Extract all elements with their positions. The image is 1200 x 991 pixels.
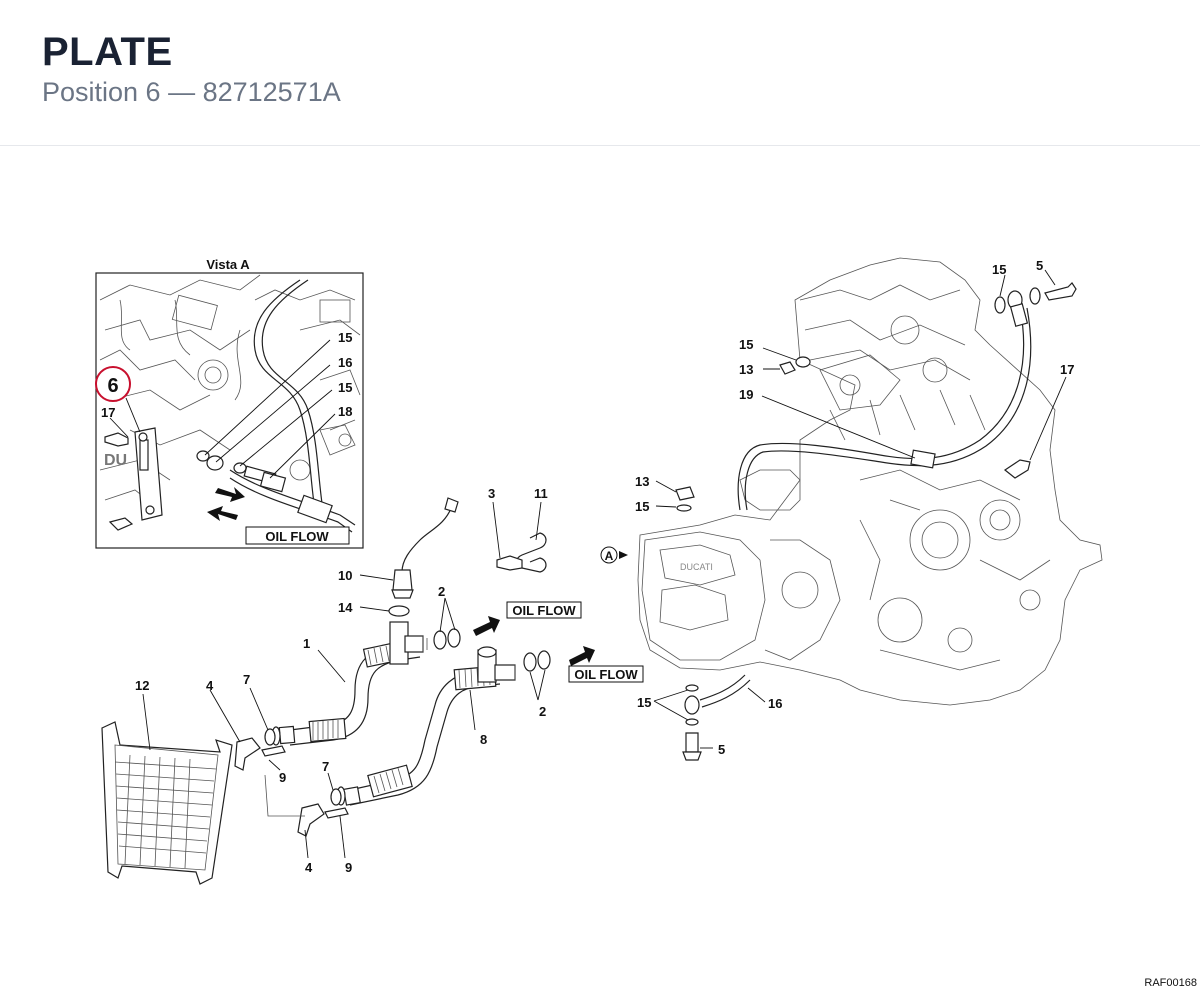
inset-label-18: 18 — [338, 404, 352, 419]
callout-15-mid: 15 — [635, 499, 649, 514]
highlight-position-circle[interactable] — [95, 366, 131, 402]
flow-indicators: OIL FLOW OIL FLOW — [473, 601, 644, 683]
callout-8: 8 — [480, 732, 487, 747]
highlight-position-label[interactable]: 6 — [107, 375, 118, 397]
oil-flow-label-right: OIL FLOW — [574, 667, 638, 682]
inset-label-17: 17 — [101, 405, 115, 420]
callout-19: 19 — [739, 387, 753, 402]
inset-label-15-a: 15 — [338, 330, 352, 345]
inset-label-15-b: 15 — [338, 380, 352, 395]
callout-1: 1 — [303, 636, 310, 651]
callout-2-left: 2 — [438, 584, 445, 599]
inset-title: Vista A — [206, 257, 250, 272]
inset-oil-flow-box — [245, 526, 350, 545]
inset-frame — [95, 272, 364, 549]
callout-15-top: 15 — [992, 262, 1006, 277]
callout-13-upper: 13 — [739, 362, 753, 377]
callout-11: 11 — [534, 486, 548, 501]
callout-5-top: 5 — [1036, 258, 1043, 273]
oil-flow-box-right — [568, 665, 644, 683]
leader-lines — [142, 269, 1067, 859]
callout-17: 17 — [1060, 362, 1074, 377]
callout-7-upper: 7 — [243, 672, 250, 687]
callout-3: 3 — [488, 486, 495, 501]
callout-7-lower: 7 — [322, 759, 329, 774]
view-a-marker: A — [605, 549, 614, 563]
inset-label-16: 16 — [338, 355, 352, 370]
drawing-reference-code: RAF00168 — [1144, 977, 1197, 989]
callout-15-upper-left: 15 — [739, 337, 753, 352]
oil-flow-box-left — [506, 601, 582, 619]
callout-16: 16 — [768, 696, 782, 711]
svg-text:DUCATI: DUCATI — [680, 562, 713, 572]
callout-5-lower: 5 — [718, 742, 725, 757]
callout-14: 14 — [338, 600, 353, 615]
callout-15-lower: 15 — [637, 695, 651, 710]
inset-oil-flow-label: OIL FLOW — [265, 529, 329, 544]
callout-9-lower: 9 — [345, 860, 352, 875]
inset-vista-a: Vista A DU OIL FLO — [95, 257, 364, 549]
callout-12: 12 — [135, 678, 149, 693]
callout-4-lower: 4 — [305, 860, 313, 875]
page-title: PLATE — [42, 30, 173, 74]
callout-9-upper: 9 — [279, 770, 286, 785]
oil-flow-label-left: OIL FLOW — [512, 603, 576, 618]
svg-text:DU: DU — [104, 452, 127, 469]
page-subtitle: Position 6 — 82712571A — [42, 77, 341, 107]
callout-13-lower: 13 — [635, 474, 649, 489]
callout-2-right: 2 — [539, 704, 546, 719]
engine-illustration: DUCATI A — [600, 257, 1103, 761]
callout-labels: 1 2 2 3 4 4 5 5 7 7 8 9 9 10 11 12 13 13… — [135, 258, 1074, 875]
callout-10: 10 — [338, 568, 352, 583]
callout-4-upper: 4 — [206, 678, 214, 693]
oil-lines — [101, 497, 551, 885]
page-header: PLATE Position 6 — 82712571A — [0, 0, 1200, 146]
